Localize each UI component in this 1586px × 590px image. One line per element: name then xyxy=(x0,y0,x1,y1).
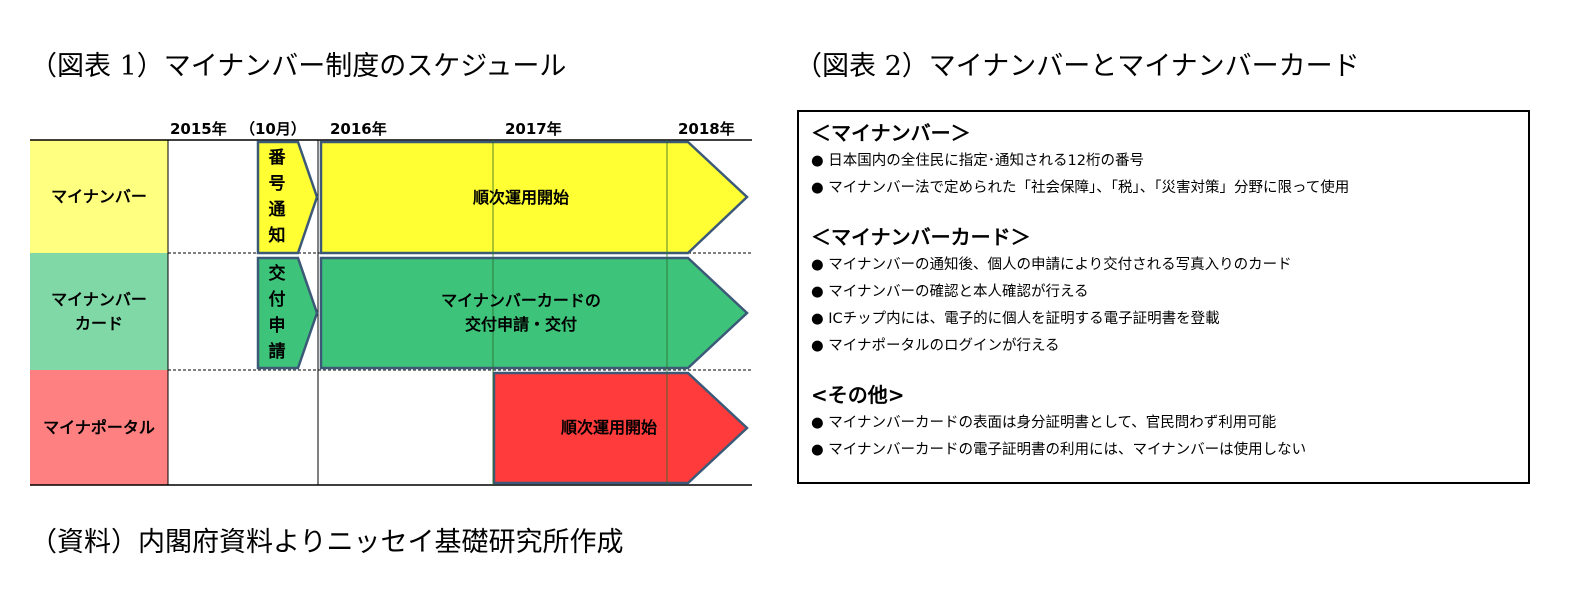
char: 番 xyxy=(268,148,286,168)
section-heading-mynumber: ＜マイナンバー＞ xyxy=(811,121,971,145)
arrow-number-notice xyxy=(256,140,319,255)
label-cell-portal xyxy=(30,370,168,485)
row-label-card-line2: カード xyxy=(74,313,123,333)
month-oct: （10月） xyxy=(240,120,306,138)
section-heading-other: <その他> xyxy=(811,383,905,407)
char: 付 xyxy=(268,290,286,310)
char: 申 xyxy=(268,316,286,336)
main-arrow-text-mynumber: 順次運用開始 xyxy=(472,187,569,207)
summary-box: ＜マイナンバー＞ ● 日本国内の全住民に指定･通知される12桁の番号 ● マイナ… xyxy=(797,110,1530,484)
list-item: ● マイナンバーカードの電子証明書の利用には、マイナンバーは使用しない xyxy=(811,442,1307,458)
char: 通 xyxy=(268,200,286,220)
row-label-card-line1: マイナンバー xyxy=(51,289,147,309)
row-label-card: マイナンバー カード xyxy=(30,253,168,370)
arrow-card-application xyxy=(256,256,319,370)
char: 号 xyxy=(268,174,286,194)
main-arrow-text-card: マイナンバーカードの 交付申請・交付 xyxy=(321,258,721,368)
arrow-mynumber-operation xyxy=(319,140,749,255)
year-2018: 2018年 xyxy=(678,120,735,138)
figure1-title: （図表 1）マイナンバー制度のスケジュール xyxy=(30,51,567,82)
section-heading-card: ＜マイナンバーカード＞ xyxy=(811,225,1031,249)
list-item: ● マイナンバー法で定められた「社会保障」、「税」、「災害対策」分野に限って使用 xyxy=(811,180,1350,196)
list-item: ● ICチップ内には、電子的に個人を証明する電子証明書を登載 xyxy=(811,311,1220,327)
char: 交 xyxy=(268,264,286,284)
list-item: ● マイナポータルのログインが行える xyxy=(811,338,1060,354)
list-item: ● マイナンバーの確認と本人確認が行える xyxy=(811,284,1089,300)
main-arrow-text-card-line1: マイナンバーカードの xyxy=(441,291,601,310)
main-arrow-text-portal: 順次運用開始 xyxy=(560,418,657,437)
row-label-mynumber: マイナンバー xyxy=(51,186,147,206)
label-cell-card xyxy=(30,253,168,370)
label-cell-mynumber xyxy=(30,140,168,253)
char: 知 xyxy=(268,226,286,246)
small-arrow-text-application: 交 付 申 請 xyxy=(265,261,289,365)
year-2015: 2015年 xyxy=(170,120,227,138)
list-item: ● マイナンバーの通知後、個人の申請により交付される写真入りのカード xyxy=(811,257,1292,273)
char: 請 xyxy=(268,342,286,362)
arrow-card-issuance xyxy=(319,256,749,370)
arrow-portal-operation xyxy=(492,371,749,485)
source-note: （資料）内閣府資料よりニッセイ基礎研究所作成 xyxy=(30,527,624,558)
year-2017: 2017年 xyxy=(505,120,562,138)
row-label-portal: マイナポータル xyxy=(43,417,155,437)
figure2-title: （図表 2）マイナンバーとマイナンバーカード xyxy=(795,51,1360,82)
list-item: ● マイナンバーカードの表面は身分証明書として、官民問わず利用可能 xyxy=(811,415,1277,431)
year-2016: 2016年 xyxy=(330,120,387,138)
main-arrow-text-card-line2: 交付申請・交付 xyxy=(464,315,577,334)
small-arrow-text-notice: 番 号 通 知 xyxy=(265,145,289,249)
list-item: ● 日本国内の全住民に指定･通知される12桁の番号 xyxy=(811,153,1144,169)
